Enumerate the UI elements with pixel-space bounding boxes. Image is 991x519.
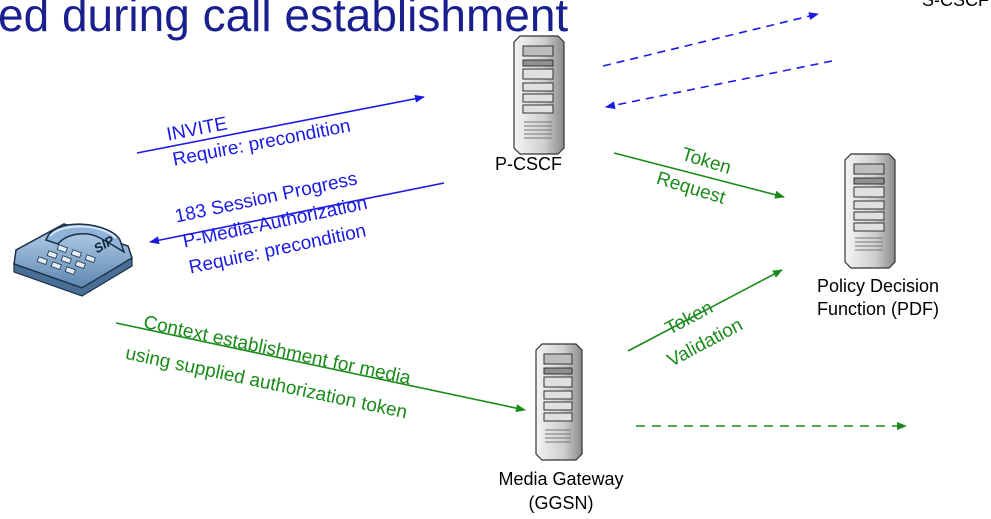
sip-phone-icon: SIP — [13, 223, 133, 297]
session-progress-arrow — [149, 182, 445, 245]
pdf-label: Policy Decision Function (PDF) — [817, 275, 939, 321]
to-s-cscf-arrow — [602, 12, 819, 67]
s-cscf-label: S-CSCF — [922, 0, 989, 10]
token-request-arrow — [613, 152, 785, 199]
pdf-label-line-2: Function (PDF) — [817, 299, 940, 319]
from-s-cscf-arrow — [605, 60, 833, 110]
p-cscf-server-icon — [513, 35, 565, 155]
context-arrow — [115, 322, 526, 413]
invite-arrow — [136, 94, 425, 154]
gateway-label-line-2: (GGSN) — [528, 493, 594, 513]
pdf-label-line-1: Policy Decision — [817, 276, 940, 296]
gateway-server-icon — [535, 343, 583, 461]
slide-title: ed during call establishment — [0, 0, 569, 41]
gateway-label-line-1: Media Gateway — [498, 469, 624, 489]
pdf-server-icon — [844, 153, 896, 269]
p-cscf-label: P-CSCF — [495, 154, 562, 174]
token-validation-arrow — [627, 269, 783, 352]
gateway-label: Media Gateway (GGSN) — [483, 467, 639, 515]
